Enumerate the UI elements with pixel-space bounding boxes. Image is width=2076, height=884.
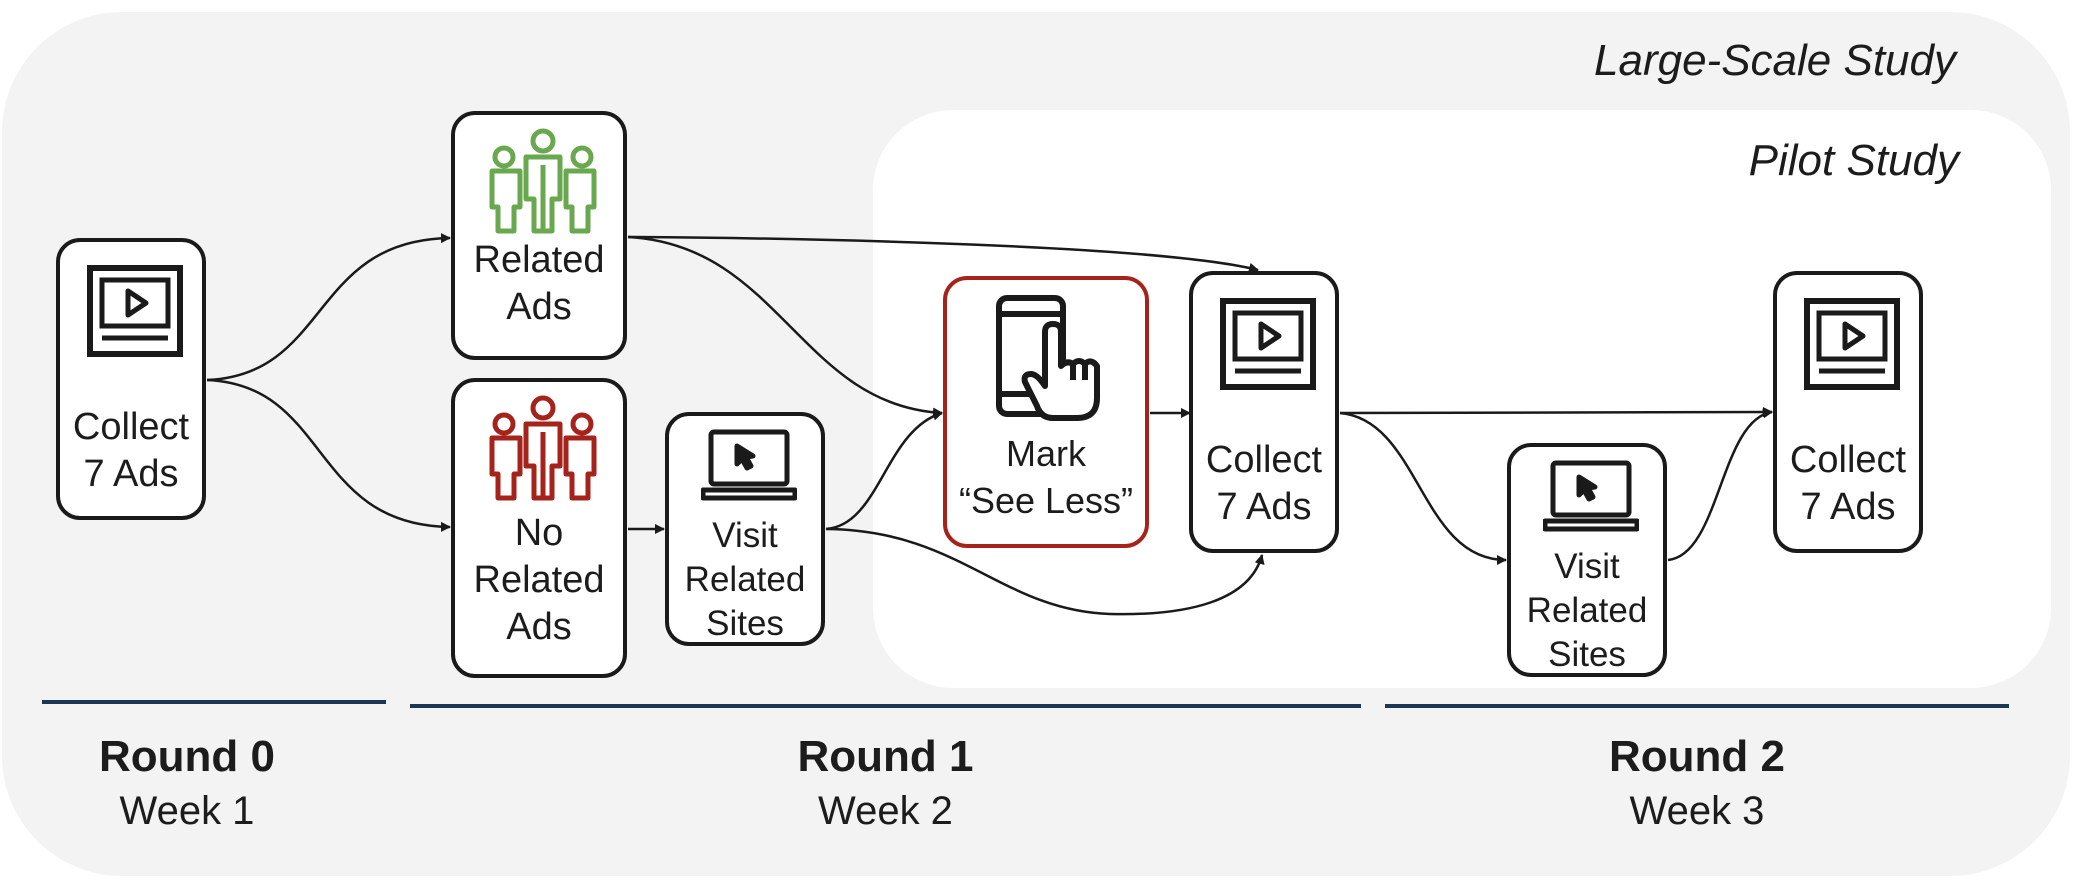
visit1-line1: Visit bbox=[712, 516, 778, 555]
video-ad-icon bbox=[1804, 298, 1900, 390]
mark-line2: “See Less” bbox=[958, 480, 1134, 521]
people-group-icon bbox=[489, 128, 597, 234]
visit2-line2: Related bbox=[1526, 591, 1648, 630]
visit2-line1: Visit bbox=[1554, 547, 1620, 586]
norelated-line3: Ads bbox=[506, 606, 572, 648]
collect-ads-node-round1: Collect 7 Ads bbox=[1189, 271, 1339, 553]
collect2-line2: 7 Ads bbox=[1800, 486, 1896, 528]
related-line2: Ads bbox=[506, 286, 572, 328]
pilot-study-label: Pilot Study bbox=[1748, 136, 1959, 185]
phone-tap-icon bbox=[996, 295, 1100, 421]
mark-line1: Mark bbox=[1006, 433, 1086, 474]
edge-collect0-norelated bbox=[206, 378, 451, 532]
mark-see-less-node: Mark “See Less” bbox=[943, 276, 1149, 548]
large-scale-study-label: Large-Scale Study bbox=[1594, 36, 1956, 85]
collect1-line2: 7 Ads bbox=[1216, 486, 1312, 528]
visit-sites-node-round1: Visit Related Sites bbox=[665, 412, 825, 646]
visit-sites-node-round2: Visit Related Sites bbox=[1507, 443, 1667, 677]
round1-name: Round 1 bbox=[797, 732, 974, 781]
laptop-cursor-icon bbox=[701, 429, 797, 501]
collect2-line1: Collect bbox=[1789, 439, 1907, 481]
visit1-line3: Sites bbox=[706, 604, 784, 643]
edge-related-mark bbox=[627, 235, 943, 418]
round1-label: Round 1 Week 2 bbox=[410, 730, 1361, 838]
collect-line2: 7 Ads bbox=[83, 453, 179, 495]
edge-visit1-collect1 bbox=[825, 527, 1265, 616]
round2-label: Round 2 Week 3 bbox=[1385, 730, 2009, 838]
collect-ads-node-round2: Collect 7 Ads bbox=[1773, 271, 1923, 553]
collect-line1: Collect bbox=[72, 406, 190, 448]
edge-visit2-collect2 bbox=[1667, 408, 1773, 562]
laptop-cursor-icon bbox=[1543, 460, 1639, 532]
visit1-line2: Related bbox=[684, 560, 806, 599]
no-related-ads-node: No Related Ads bbox=[451, 378, 627, 678]
round0-bar bbox=[42, 700, 386, 704]
round0-label: Round 0 Week 1 bbox=[42, 730, 332, 838]
round2-bar bbox=[1385, 704, 2009, 708]
round1-week: Week 2 bbox=[818, 789, 953, 833]
round2-week: Week 3 bbox=[1629, 789, 1765, 833]
edge-collect1-visit2 bbox=[1339, 411, 1507, 565]
edge-collect0-related bbox=[206, 233, 451, 382]
collect1-line1: Collect bbox=[1205, 439, 1323, 481]
round2-name: Round 2 bbox=[1609, 732, 1785, 781]
visit2-line3: Sites bbox=[1548, 635, 1626, 674]
related-line1: Related bbox=[473, 239, 605, 281]
video-ad-icon bbox=[87, 265, 183, 357]
norelated-line2: Related bbox=[473, 559, 605, 601]
edge-visit1-mark bbox=[825, 410, 943, 531]
round1-bar bbox=[410, 704, 1361, 708]
round0-week: Week 1 bbox=[119, 789, 255, 833]
related-ads-node: Related Ads bbox=[451, 111, 627, 360]
video-ad-icon bbox=[1220, 298, 1316, 390]
edge-related-collect1 bbox=[627, 235, 1259, 273]
norelated-line1: No bbox=[514, 512, 564, 554]
people-group-icon bbox=[489, 395, 597, 501]
collect-ads-node-round0: Collect 7 Ads bbox=[56, 238, 206, 520]
round0-name: Round 0 bbox=[99, 732, 275, 781]
edge-collect1-collect2 bbox=[1339, 407, 1773, 418]
